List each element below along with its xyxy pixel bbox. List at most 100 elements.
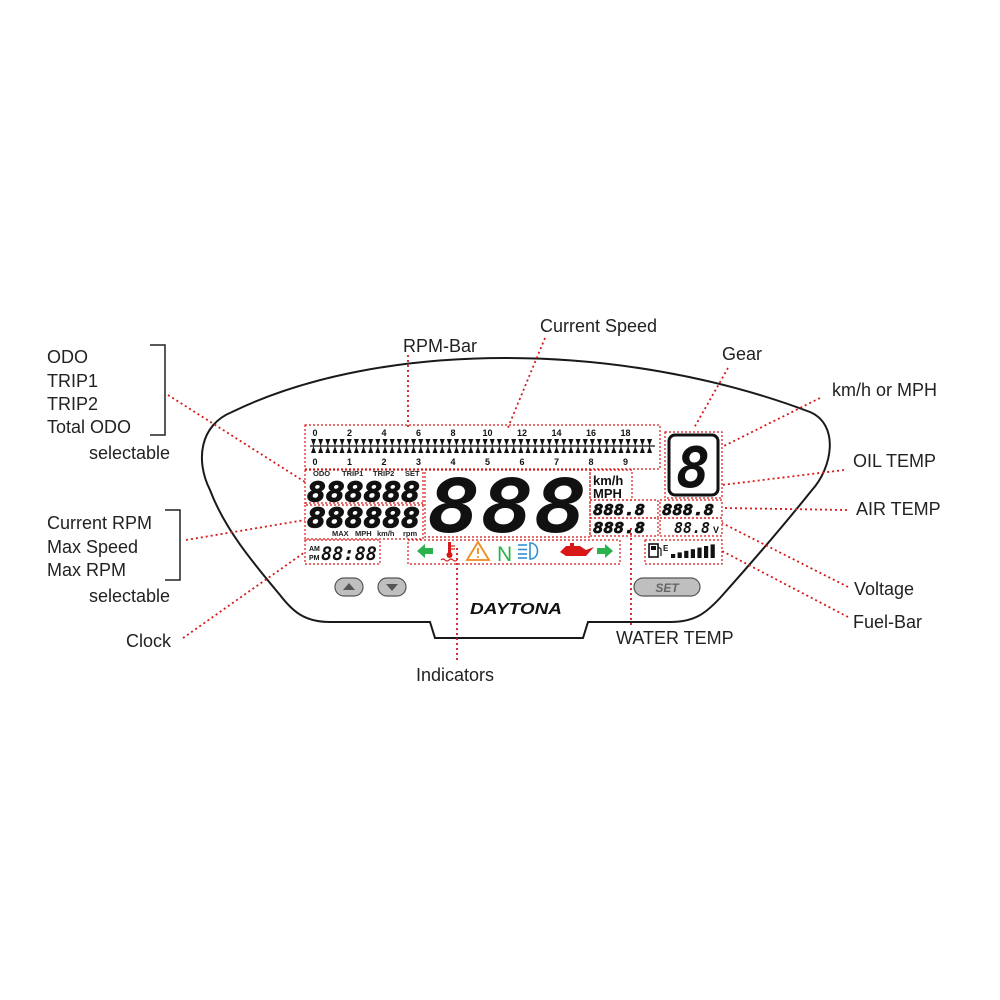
rpm-segment-upper — [332, 439, 338, 446]
rpm-bottom-tick-4: 4 — [450, 457, 455, 467]
rpm-top-tick-0: 0 — [312, 428, 317, 438]
rpm-segment-lower — [318, 446, 324, 453]
rpm-segment-upper — [353, 439, 359, 446]
rpm-group-bracket — [165, 509, 181, 581]
up-button[interactable] — [334, 577, 364, 597]
rpm-segment-upper — [589, 439, 595, 446]
rpm-display-digits: 888888 — [307, 503, 420, 534]
rpm-bottom-tick-9: 9 — [623, 457, 628, 467]
rpm-segment-upper — [511, 439, 517, 446]
rpm-top-tick-8: 8 — [450, 428, 455, 438]
label-current-speed: Current Speed — [540, 316, 657, 336]
rpm-segment-lower — [468, 446, 474, 453]
odo-region — [304, 469, 424, 506]
rpm-segment-lower — [647, 446, 653, 453]
rpm-segment-lower — [489, 446, 495, 453]
rpm-segment-upper — [318, 439, 324, 446]
rpm-bottom-tick-0: 0 — [312, 457, 317, 467]
rpm-segment-upper — [582, 439, 588, 446]
rpm-segment-lower — [496, 446, 502, 453]
odo-group-bracket — [150, 344, 166, 436]
rpm-segment-upper — [546, 439, 552, 446]
down-button[interactable] — [377, 577, 407, 597]
rpm-segment-lower — [511, 446, 517, 453]
rpm-segment-upper — [518, 439, 524, 446]
rpm-segment-lower — [475, 446, 481, 453]
rpm-segment-lower — [561, 446, 567, 453]
fuel-pump-icon — [648, 543, 662, 558]
rpm-segment-lower — [368, 446, 374, 453]
rpm-segment-upper — [346, 439, 352, 446]
rpm-segment-upper — [525, 439, 531, 446]
trip2-tag: TRIP2 — [373, 469, 394, 478]
gear-digit: 8 — [676, 436, 710, 501]
indicators: N — [417, 540, 613, 566]
rpm-segment-lower — [604, 446, 610, 453]
rpm-segment-upper — [489, 439, 495, 446]
label-indicators: Indicators — [416, 665, 494, 685]
odo-tags: ODO TRIP1 TRIP2 SET — [313, 469, 420, 478]
rpm-segment-upper — [539, 439, 545, 446]
callout-lines — [167, 337, 849, 660]
label-odo: ODO — [47, 347, 88, 367]
set-button-label: SET — [655, 581, 680, 595]
rpm-bottom-tick-7: 7 — [554, 457, 559, 467]
rpm-bar-region — [304, 424, 661, 470]
rpm-segment-upper — [446, 439, 452, 446]
label-max-rpm: Max RPM — [47, 560, 126, 580]
rpm-bottom-tick-1: 1 — [347, 457, 352, 467]
voltage-unit: V — [713, 525, 719, 535]
rpm-segment-upper — [418, 439, 424, 446]
rpm-segment-upper — [389, 439, 395, 446]
unit-tags: MAX MPH km/h rpm — [332, 529, 418, 538]
rpm-segment-upper — [454, 439, 459, 446]
kmh-tag: km/h — [377, 529, 395, 538]
oil-temp-digits: 888.8 — [593, 501, 645, 519]
dashboard-housing — [200, 357, 831, 639]
max-tag: MAX — [332, 529, 349, 538]
rpm-bottom-tick-6: 6 — [519, 457, 524, 467]
label-trip1: TRIP1 — [47, 371, 98, 391]
rpm-segment-upper — [382, 439, 388, 446]
rpm-segment-lower — [554, 446, 560, 453]
rpm-segment-upper — [368, 439, 374, 446]
water-temp-region — [589, 517, 659, 537]
rpm-segment-lower — [582, 446, 588, 453]
clock-region — [304, 539, 381, 565]
clock-digits: 88:88 — [321, 543, 377, 565]
trip1-tag: TRIP1 — [342, 469, 363, 478]
speed-unit-mph: MPH — [593, 486, 622, 501]
rpm-segment-upper — [475, 439, 481, 446]
label-current-rpm: Current RPM — [47, 513, 152, 533]
rpm-segment-upper — [504, 439, 510, 446]
rpm-segment-upper — [439, 439, 445, 446]
rpm-segment-upper — [604, 439, 610, 446]
rpm-segment-upper — [532, 439, 538, 446]
rpm-segment-lower — [575, 446, 581, 453]
rpm-segment-upper — [325, 439, 331, 446]
rpm-segment-lower — [425, 446, 431, 453]
rpm-segment-upper — [632, 439, 638, 446]
rpm-top-tick-10: 10 — [482, 428, 492, 438]
rpm-segment-upper — [425, 439, 431, 446]
label-total-odo: Total ODO — [47, 417, 131, 437]
set-button[interactable]: SET — [633, 577, 701, 597]
odo-digits: 888888 — [307, 477, 420, 508]
gear-region — [664, 431, 723, 499]
rpm-top-tick-2: 2 — [347, 428, 352, 438]
rpm-segment-lower — [539, 446, 545, 453]
label-rpm-bar: RPM-Bar — [403, 336, 477, 356]
rpm-top-tick-4: 4 — [381, 428, 386, 438]
odo-tag: ODO — [313, 469, 330, 478]
rpm-bottom-tick-2: 2 — [381, 457, 386, 467]
rpm-segment-lower — [418, 446, 424, 453]
brand-logo: DAYTONA — [470, 601, 562, 618]
neutral-icon: N — [497, 543, 512, 566]
rpm-segment-upper — [461, 439, 467, 446]
speed-unit-kmh: km/h — [593, 473, 623, 488]
rpm-segment-upper — [361, 439, 367, 446]
label-max-speed: Max Speed — [47, 537, 138, 557]
rpm-segment-lower — [361, 446, 367, 453]
rpm-segment-lower — [411, 446, 417, 453]
